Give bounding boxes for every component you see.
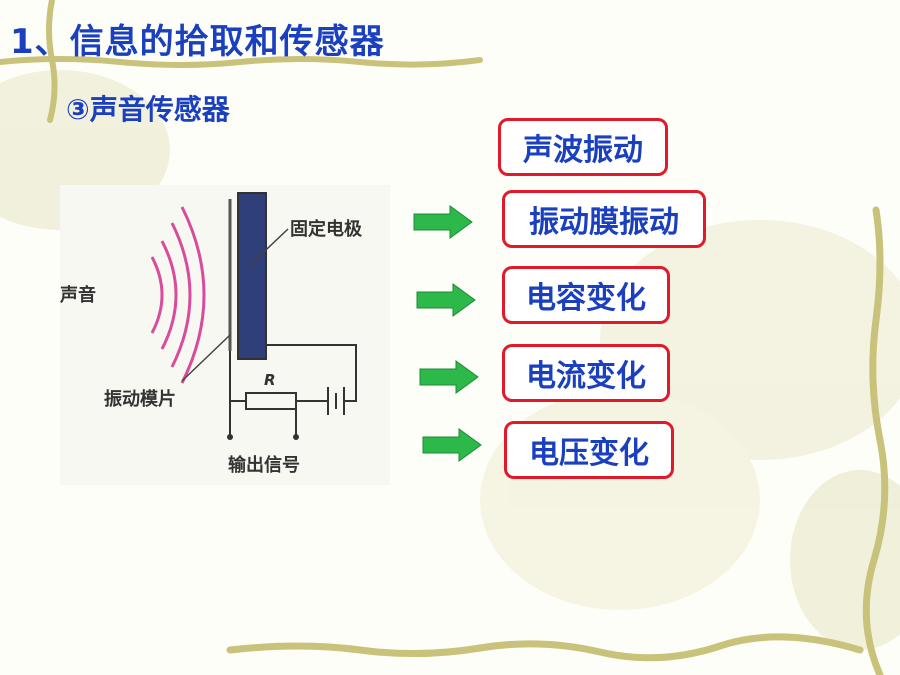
resistor-label: R — [264, 371, 276, 389]
microphone-diagram: 声音 固定电极 振动模片 R 输出信号 — [60, 185, 390, 485]
sound-label: 声音 — [60, 285, 96, 306]
slide-subtitle: ③声音传感器 — [66, 93, 230, 126]
chain-step-sound-wave: 声波振动 — [498, 118, 668, 176]
arrow-right-icon — [419, 360, 479, 394]
arrow-right-icon — [422, 428, 482, 462]
fixed-electrode-label: 固定电极 — [290, 219, 362, 240]
chain-step-capacitance-change: 电容变化 — [502, 266, 670, 324]
chain-step-voltage-change: 电压变化 — [504, 421, 674, 479]
output-signal-label: 输出信号 — [228, 455, 300, 476]
slide-title: 1、信息的拾取和传感器 — [10, 22, 385, 62]
vibrating-membrane-label: 振动模片 — [104, 389, 176, 410]
arrow-right-icon — [413, 205, 473, 239]
chain-step-membrane-vibration: 振动膜振动 — [502, 190, 706, 248]
chain-step-current-change: 电流变化 — [502, 344, 670, 402]
arrow-right-icon — [416, 283, 476, 317]
